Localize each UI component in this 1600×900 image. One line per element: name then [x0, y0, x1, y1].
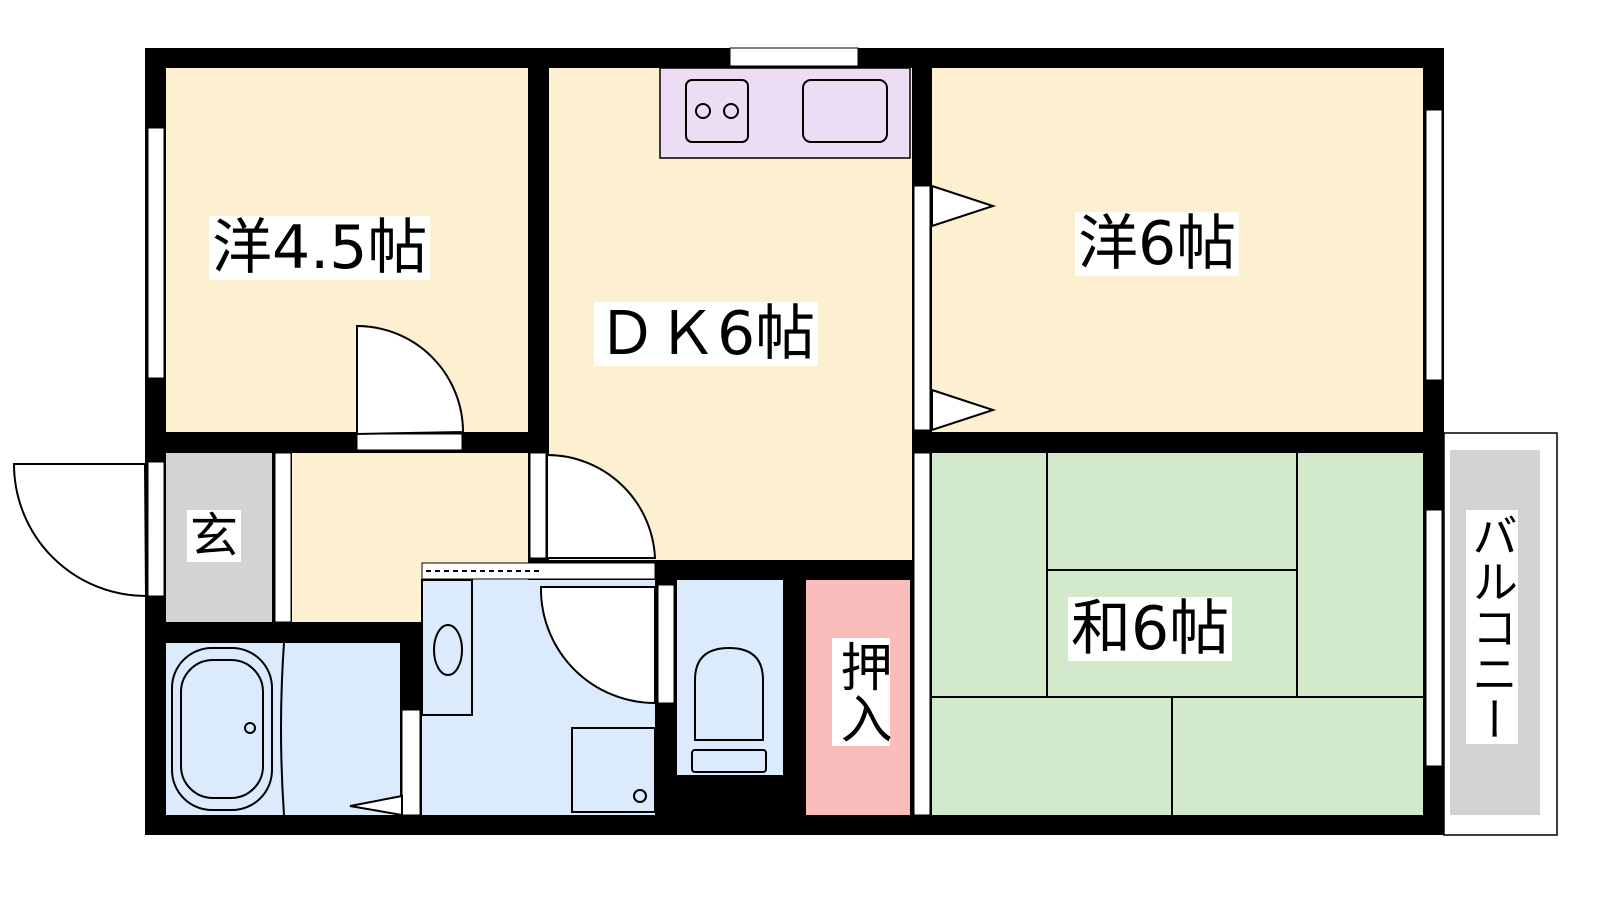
room-label-closet: 押入 — [831, 638, 891, 746]
room-label-entrance: 玄 — [187, 510, 242, 562]
kitchen-counter — [659, 67, 911, 159]
door-swing — [546, 453, 657, 559]
sink-icon — [802, 79, 888, 143]
room-label-dk: ＤＫ6帖 — [594, 302, 819, 366]
room-label-western-large: 洋6帖 — [1075, 212, 1240, 276]
toilet-room — [677, 580, 783, 775]
tatami-lines — [932, 453, 1423, 815]
toilet-icon — [694, 646, 764, 741]
door-swing — [356, 324, 465, 436]
washbasin-icon — [433, 624, 463, 676]
stove-icon — [685, 79, 749, 143]
room-label-balcony: バルコニー — [1465, 510, 1519, 744]
door-swing — [539, 586, 656, 705]
bathtub — [171, 647, 273, 811]
room-label-western-small: 洋4.5帖 — [209, 216, 431, 280]
front-door-swing — [12, 463, 148, 598]
room-label-japanese: 和6帖 — [1068, 597, 1233, 661]
